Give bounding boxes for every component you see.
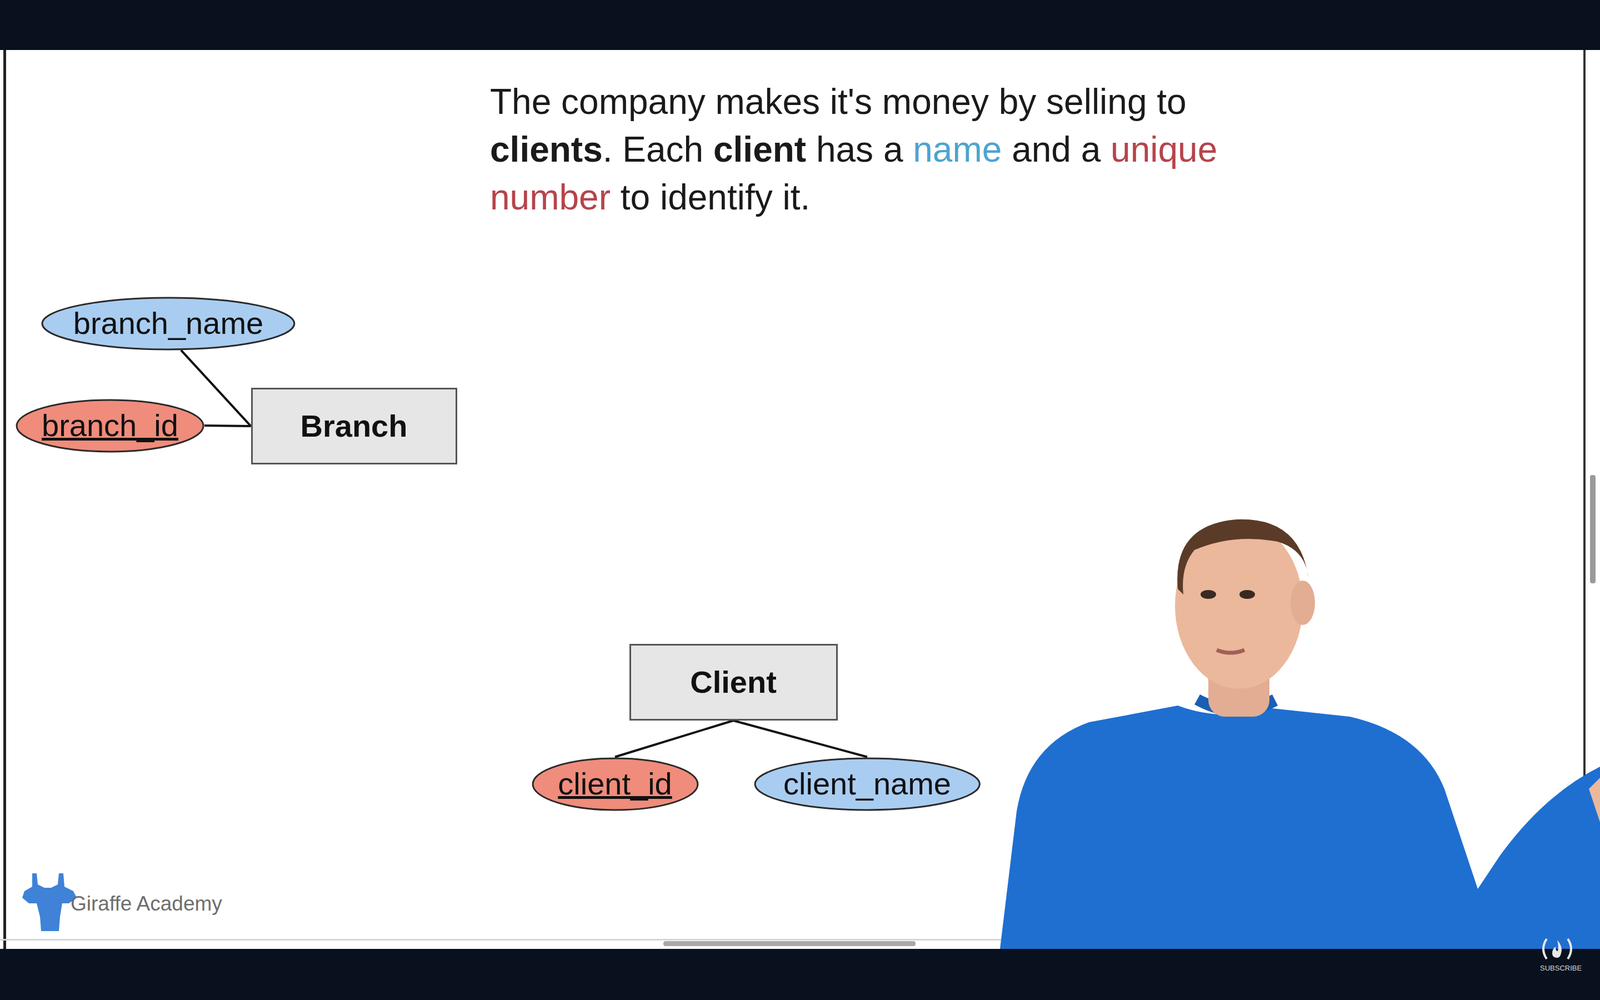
- attribute-ellipse: branch_name: [41, 296, 296, 351]
- node-label: branch_id: [41, 407, 179, 444]
- bottom-bar: [0, 948, 1600, 1000]
- paragraph-text: client: [713, 129, 807, 170]
- key-attribute-ellipse: client_id: [531, 757, 699, 812]
- scroll-thumb: [663, 941, 916, 947]
- description-paragraph: The company makes it's money by selling …: [490, 77, 1238, 222]
- paragraph-text: clients: [490, 129, 603, 170]
- paragraph-text: has a: [816, 129, 904, 170]
- paragraph-text: to identify it.: [620, 177, 811, 218]
- entity-box: Client: [629, 643, 838, 721]
- paragraph-text: name: [912, 129, 1002, 170]
- node-label: client_name: [783, 766, 952, 802]
- fcc-logo: [1538, 936, 1576, 962]
- node-label: Branch: [300, 408, 408, 444]
- relation-line: [204, 425, 251, 427]
- attribute-ellipse: client_name: [753, 757, 981, 812]
- subscribe-text: SUBSCRIBE: [1540, 963, 1582, 973]
- paragraph-text: and a: [1011, 129, 1101, 170]
- key-attribute-ellipse: branch_id: [15, 398, 205, 453]
- node-label: Client: [690, 664, 777, 700]
- slide-border: [3, 50, 7, 949]
- watermark-text: Giraffe Academy: [70, 892, 223, 916]
- presenter-figure: [1000, 519, 1600, 949]
- relation-line: [733, 720, 868, 758]
- node-label: client_id: [557, 766, 672, 802]
- top-bar: [0, 0, 1600, 50]
- entity-box: Branch: [251, 387, 458, 465]
- scroll-thumb: [1590, 475, 1596, 584]
- node-label: branch_name: [73, 305, 264, 342]
- paragraph-text: . Each: [602, 129, 704, 170]
- paragraph-text: The company makes it's money by selling …: [490, 81, 1187, 122]
- giraffe-logo: [22, 873, 77, 932]
- relation-line: [615, 720, 734, 758]
